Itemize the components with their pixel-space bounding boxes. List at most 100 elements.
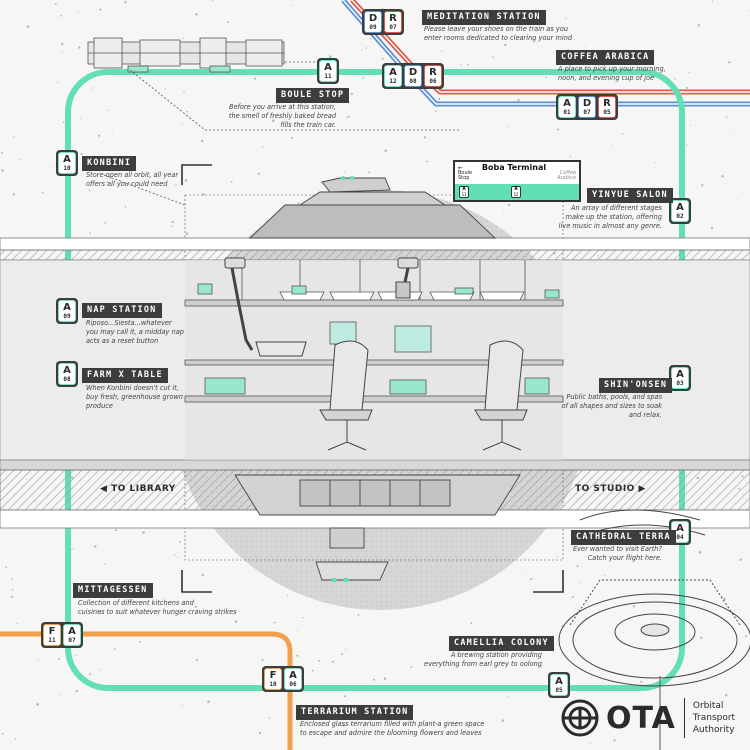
sign-title: Boba Terminal [481,163,547,172]
speckle [230,181,233,183]
direction-to-studio[interactable]: TO STUDIO ▶ [575,484,646,494]
station-label-terrarium[interactable]: TERRARIUM STATION [296,705,414,720]
speckle [636,22,638,24]
station-label-farm[interactable]: FARM X TABLE [82,368,168,383]
direction-to-library[interactable]: ◀ TO LIBRARY [100,484,176,494]
speckle [383,677,387,680]
speckle [361,49,363,51]
speckle [19,158,21,161]
speckle [698,550,702,554]
speckle [61,50,63,52]
speckle [501,719,505,722]
speckle [342,724,345,727]
speckle [268,717,271,719]
speckle [438,97,441,100]
top-hull [248,176,497,239]
station-label-cathedral[interactable]: CATHEDRAL TERRA [571,530,676,545]
speckle [56,81,58,83]
speckle [622,631,624,633]
speckle [565,17,567,20]
speckle [97,134,101,137]
station-label-mittagessen[interactable]: MITTAGESSEN [73,583,153,598]
speckle [373,678,376,681]
speckle [54,2,57,5]
speckle [654,162,657,164]
speckle [182,37,184,39]
speckle [613,739,616,742]
speckle [99,611,102,614]
speckle [94,545,97,548]
speckle [381,57,384,60]
speckle [142,234,143,236]
speckle [700,636,703,639]
ota-logo-text: OTA [606,700,676,736]
speckle [528,733,530,735]
speckle [710,226,714,229]
speckle [545,76,547,79]
sign-to: Coffea Arabica [557,170,576,181]
speckle [494,651,496,653]
speckle [331,660,335,663]
speckle [72,548,75,550]
speckle [184,179,188,182]
speckle [517,99,520,102]
speckle [745,635,748,638]
station-label-camellia[interactable]: CAMELLIA COLONY [449,636,554,651]
speckle [311,669,314,672]
speckle [369,38,372,40]
station-label-konbini[interactable]: KONBINI [82,156,137,171]
station-label-yinyue[interactable]: YINYUE SALON [587,188,673,203]
speckle [185,232,189,235]
station-desc-boule: Before you arrive at this station,the sm… [228,103,336,129]
station-label-boule[interactable]: BOULE STOP [276,88,350,103]
speckle [341,653,344,656]
speckle [739,558,742,561]
speckle [11,595,14,598]
speckle [344,648,346,650]
speckle [171,220,174,224]
speckle [114,529,117,532]
speckle [181,124,183,126]
speckle [257,172,260,175]
speckle [530,577,533,581]
speckle [181,705,184,707]
speckle [124,205,127,208]
speckle [5,566,8,569]
speckle [588,208,591,211]
speckle [104,563,106,565]
speckle [467,64,469,66]
speckle [26,25,30,28]
sign-header: ← Boule Stop Boba Terminal Coffea Arabic… [455,162,579,184]
terminal-sign: ← Boule Stop Boba Terminal Coffea Arabic… [453,160,581,202]
speckle [88,189,91,192]
speckle [503,210,505,212]
station-label-shinonsen[interactable]: SHIN'ONSEN [599,378,673,393]
speckle [124,1,127,4]
station-label-nap[interactable]: NAP STATION [82,303,162,318]
speckle [78,46,81,49]
speckle [611,145,613,146]
station-label-coffea[interactable]: COFFEA ARABICA [556,50,655,65]
speckle [36,703,39,706]
speckle [674,77,676,80]
station-label-meditation[interactable]: MEDITATION STATION [422,10,546,25]
